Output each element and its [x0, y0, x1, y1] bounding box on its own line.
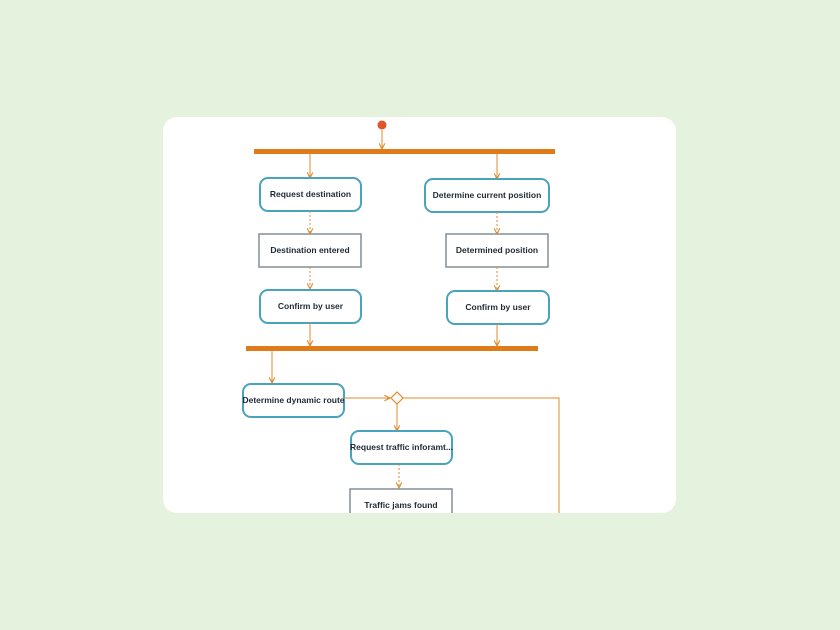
action-confirm-by-user-right-label: Confirm by user — [465, 302, 531, 312]
action-request-destination: Request destination — [259, 177, 362, 212]
decision-node — [390, 391, 404, 405]
action-determine-dynamic-route-label: Determine dynamic route — [242, 395, 344, 405]
action-request-traffic-information: Request traffic inforamt... — [350, 430, 453, 465]
object-determined-position-label: Determined position — [456, 245, 538, 255]
fork-bar — [254, 149, 555, 154]
object-traffic-jams-found-label: Traffic jams found — [364, 500, 437, 510]
object-destination-entered-label: Destination entered — [270, 245, 349, 255]
join-bar — [246, 346, 538, 351]
diagram-card: Request destination Destination entered … — [163, 117, 676, 513]
object-destination-entered: Destination entered — [258, 233, 362, 268]
action-confirm-by-user-right: Confirm by user — [446, 290, 550, 325]
object-determined-position: Determined position — [445, 233, 549, 268]
action-confirm-by-user-left: Confirm by user — [259, 289, 362, 324]
action-determine-current-position: Determine current position — [424, 178, 550, 213]
action-determine-dynamic-route: Determine dynamic route — [242, 383, 345, 418]
activity-diagram: Request destination Destination entered … — [242, 120, 560, 513]
action-request-destination-label: Request destination — [270, 189, 351, 199]
action-request-traffic-information-label: Request traffic inforamt... — [350, 442, 453, 452]
initial-node — [377, 120, 387, 130]
action-confirm-by-user-left-label: Confirm by user — [278, 301, 344, 311]
action-determine-current-position-label: Determine current position — [433, 190, 542, 200]
object-traffic-jams-found: Traffic jams found — [349, 488, 453, 513]
flow-decision-loop — [403, 397, 560, 513]
